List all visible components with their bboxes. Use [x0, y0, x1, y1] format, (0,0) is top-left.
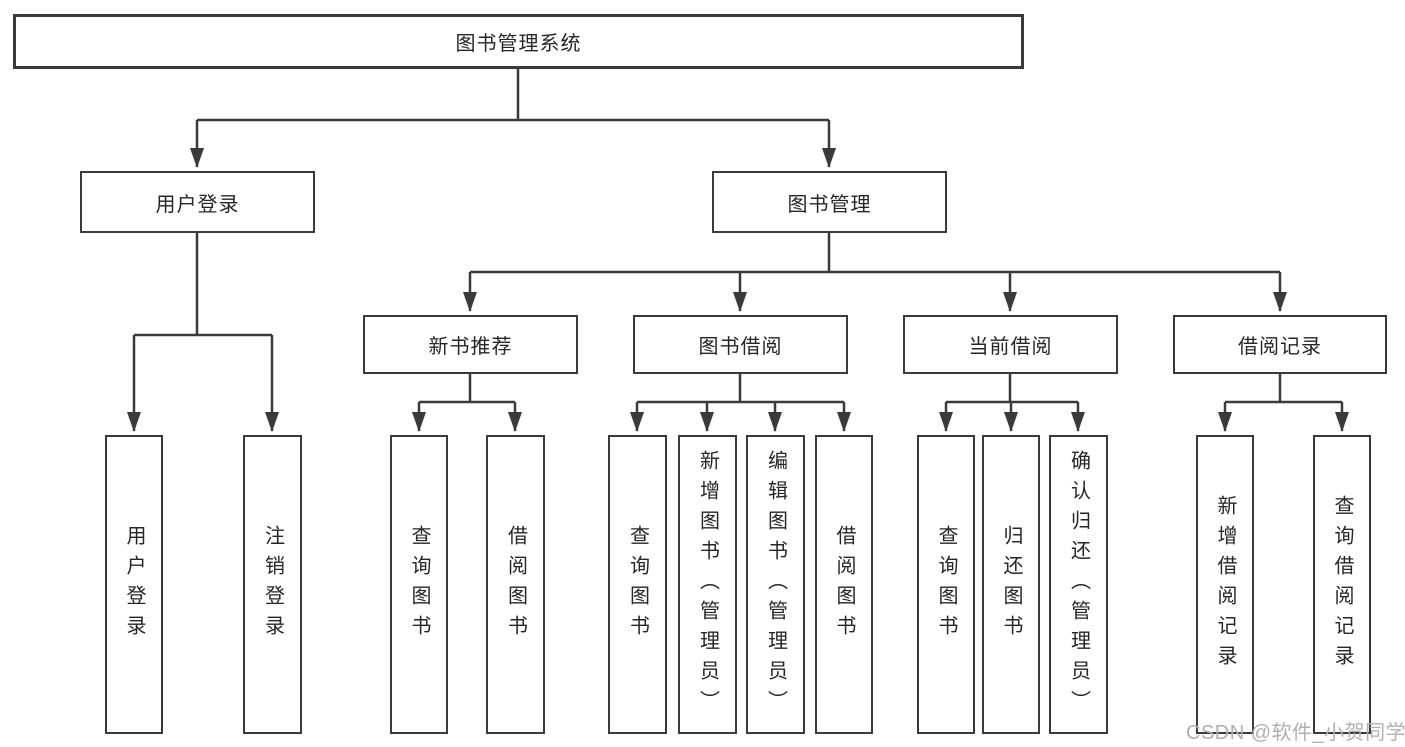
leaf-borrow-books: 借阅图书	[815, 435, 873, 734]
leaf-borrow-books-recommend: 借阅图书	[486, 435, 545, 734]
node-current-borrow: 当前借阅	[903, 315, 1118, 374]
leaf-edit-books-admin: 编辑图书（管理员）	[746, 435, 805, 734]
node-user-login-label: 用户登录	[155, 193, 240, 216]
leaf-add-books-admin: 新增图书（管理员）	[678, 435, 737, 734]
node-current-borrow-label: 当前借阅	[968, 336, 1053, 358]
node-book-management-label: 图书管理	[787, 193, 872, 216]
node-user-login: 用户登录	[80, 171, 315, 233]
node-root: 图书管理系统	[13, 14, 1024, 69]
leaf-user-login: 用户登录	[105, 435, 163, 734]
node-borrow-records: 借阅记录	[1173, 315, 1387, 374]
leaf-logout: 注销登录	[243, 435, 302, 734]
node-root-label: 图书管理系统	[455, 33, 582, 55]
leaf-add-books-admin-label: 新增图书（管理员）	[696, 449, 719, 720]
node-new-book-recommend-label: 新书推荐	[428, 336, 513, 358]
leaf-query-books-borrow: 查询图书	[608, 435, 667, 734]
node-book-management: 图书管理	[712, 171, 947, 233]
leaf-confirm-return-admin: 确认归还（管理员）	[1049, 435, 1108, 734]
leaf-query-books-current: 查询图书	[917, 435, 975, 734]
leaf-borrow-books-label: 借阅图书	[833, 524, 855, 645]
leaf-query-books-recommend-label: 查询图书	[408, 524, 430, 645]
node-borrow-records-label: 借阅记录	[1238, 336, 1322, 358]
leaf-edit-books-admin-label: 编辑图书（管理员）	[764, 449, 787, 720]
leaf-query-books-borrow-label: 查询图书	[626, 524, 649, 645]
node-book-borrow-label: 图书借阅	[698, 336, 783, 358]
leaf-user-login-label: 用户登录	[123, 524, 145, 645]
node-new-book-recommend: 新书推荐	[363, 315, 578, 374]
leaf-query-borrow-record-label: 查询借阅记录	[1331, 494, 1353, 675]
leaf-add-borrow-record-label: 新增借阅记录	[1214, 494, 1236, 675]
leaf-return-books-label: 归还图书	[1000, 524, 1022, 645]
leaf-confirm-return-admin-label: 确认归还（管理员）	[1067, 449, 1090, 720]
leaf-query-books-recommend: 查询图书	[390, 435, 448, 734]
leaf-query-borrow-record: 查询借阅记录	[1313, 435, 1371, 734]
leaf-add-borrow-record: 新增借阅记录	[1196, 435, 1254, 734]
node-book-borrow: 图书借阅	[633, 315, 848, 374]
leaf-logout-label: 注销登录	[261, 524, 284, 645]
leaf-return-books: 归还图书	[982, 435, 1040, 734]
leaf-borrow-books-recommend-label: 借阅图书	[504, 524, 527, 645]
watermark: CSDN @软件_小贺同学	[1186, 722, 1405, 744]
leaf-query-books-current-label: 查询图书	[935, 524, 957, 645]
